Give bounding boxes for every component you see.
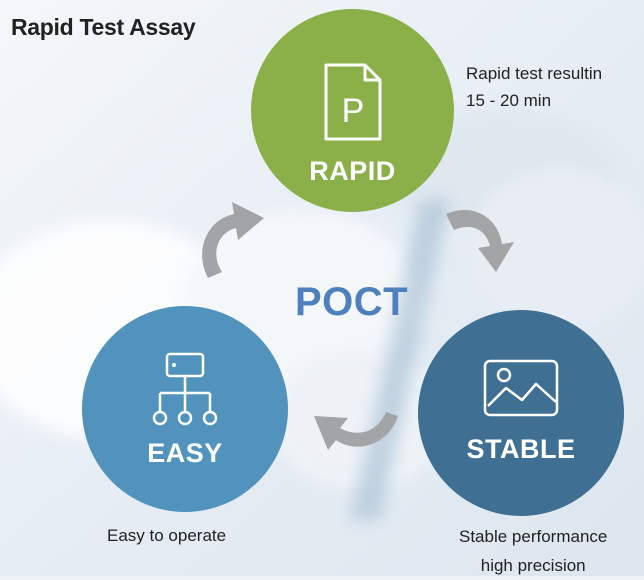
poct-center-label: POCT [295,280,409,324]
rapid-label: RAPID [309,156,396,186]
rapid-note-line: 15 - 20 min [466,91,552,110]
stable-label: STABLE [466,434,576,464]
hierarchy-icon [152,352,218,426]
arrow-stable-to-easy [314,412,398,450]
easy-label: EASY [147,438,223,468]
svg-text:P: P [342,92,365,130]
rapid-note: Rapid test resultin 15 - 20 min [466,60,602,114]
image-icon [483,359,559,417]
stable-note: Stable performance high precision [459,522,607,580]
easy-circle: EASY [82,306,288,512]
stable-note-line: Stable performance [459,527,608,546]
rapid-circle: P RAPID [251,9,454,212]
stable-circle: STABLE [418,310,624,516]
arrow-rapid-to-stable [446,209,514,272]
page-title: Rapid Test Assay [11,14,196,40]
rapid-note-line: Rapid test resultin [466,64,603,83]
easy-note: Easy to operate [107,526,227,545]
p-document-icon: P [324,63,382,141]
arrow-easy-to-rapid [202,202,264,278]
stable-note-line: high precision [480,556,586,575]
